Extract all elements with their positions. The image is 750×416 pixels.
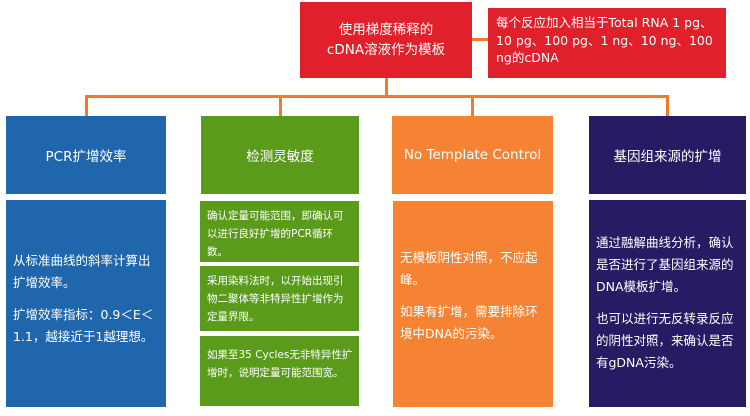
connector-branch-1 [85, 95, 88, 116]
branch-body-pcr-efficiency: 从标准曲线的斜率计算出扩增效率。 扩增效率指标：0.9＜E＜1.1，越接近于1越… [6, 200, 166, 407]
branch-body-genomic-amplification: 通过融解曲线分析，确认是否进行了基因组来源的DNA模板扩增。 也可以进行无反转录… [589, 200, 746, 407]
connector-root-down [385, 78, 388, 96]
branch-4-paragraph-1: 通过融解曲线分析，确认是否进行了基因组来源的DNA模板扩增。 [596, 235, 734, 294]
branch-3-paragraph-1: 无模板阴性对照，不应起峰。 [400, 250, 538, 287]
branch-1-paragraph-1: 从标准曲线的斜率计算出扩增效率。 [13, 253, 151, 290]
branch-header-pcr-efficiency: PCR扩增效率 [6, 116, 166, 194]
root-line-1: 使用梯度稀释的 [338, 22, 434, 38]
root-node: 使用梯度稀释的 cDNA溶液作为模板 [300, 2, 472, 78]
branch-2-item-2: 采用染料法时，以开始出现引物二聚体等非特异性扩增作为定量界限。 [200, 266, 359, 331]
branch-header-genomic-amplification: 基因组来源的扩增 [589, 116, 746, 194]
branch-header-sensitivity: 检测灵敏度 [201, 116, 359, 194]
connector-branch-2 [279, 95, 282, 116]
connector-branch-4 [666, 95, 669, 116]
branch-2-item-3: 如果至35 Cycles无非特异性扩增时，说明定量可能范围宽。 [200, 336, 359, 406]
branch-body-no-template-control: 无模板阴性对照，不应起峰。 如果有扩增，需要排除环境中DNA的污染。 [393, 201, 553, 407]
connector-branch-3 [471, 95, 474, 116]
branch-header-no-template-control: No Template Control [392, 116, 553, 194]
template-amount-note: 每个反应加入相当于Total RNA 1 pg、10 pg、100 pg、1 n… [488, 8, 726, 78]
branch-2-item-1: 确认定量可能范围，即确认可以进行良好扩增的PCR循环数。 [200, 201, 359, 262]
connector-horizontal-bar [85, 95, 668, 98]
root-line-2: cDNA溶液作为模板 [326, 42, 446, 58]
branch-1-paragraph-2: 扩增效率指标：0.9＜E＜1.1，越接近于1越理想。 [13, 307, 154, 344]
branch-3-paragraph-2: 如果有扩增，需要排除环境中DNA的污染。 [400, 304, 538, 341]
connector-root-to-note [472, 38, 488, 41]
branch-4-paragraph-2: 也可以进行无反转录反应的阴性对照，来确认是否有gDNA污染。 [596, 311, 734, 370]
